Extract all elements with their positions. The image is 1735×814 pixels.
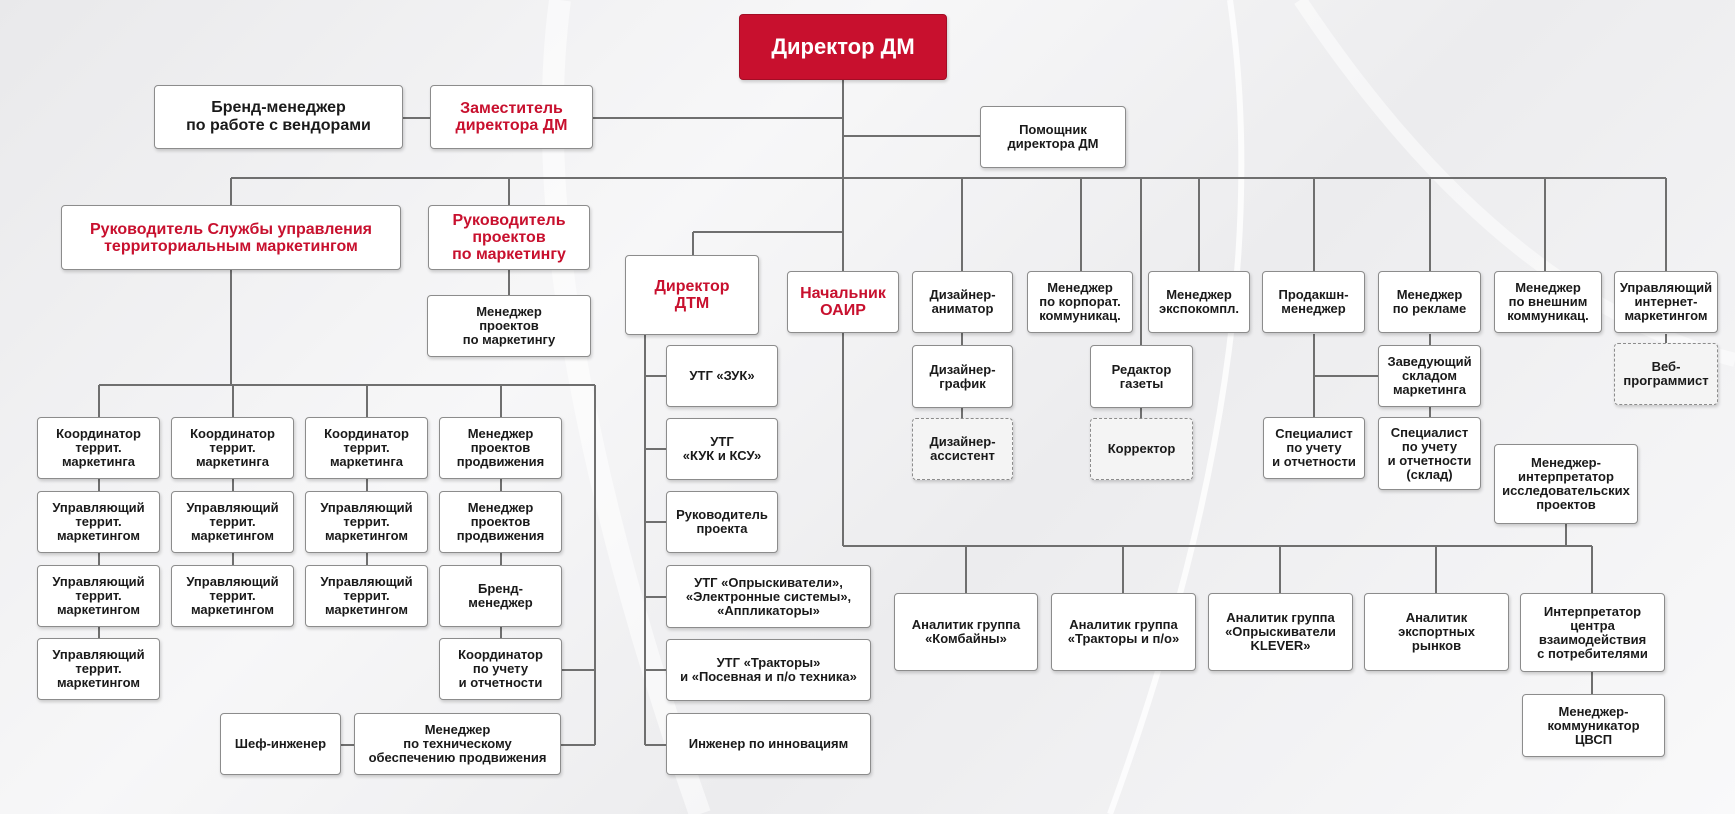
node-analyst-export-markets: Аналитик экспортных рынков (1364, 593, 1509, 671)
node-warehouse-head: Заведующий складом маркетинга (1378, 345, 1481, 407)
node-analyst-tractors: Аналитик группа «Тракторы и п/о» (1051, 593, 1196, 671)
node-assistant-director: Помощник директора ДМ (980, 106, 1126, 168)
node-territorial-manager: Управляющий террит. маркетингом (305, 491, 428, 553)
node-ad-manager: Менеджер по рекламе (1378, 271, 1481, 333)
node-director-dtm: Директор ДТМ (625, 255, 759, 335)
node-director-dm: Директор ДМ (739, 14, 947, 80)
node-territorial-manager: Управляющий террит. маркетингом (171, 565, 294, 627)
node-territorial-coordinator: Координатор террит. маркетинга (37, 417, 160, 479)
node-web-programmer: Веб- программист (1614, 343, 1718, 405)
node-research-interpreter-manager: Менеджер- интерпретатор исследовательски… (1494, 444, 1638, 524)
node-production-manager: Продакшн- менеджер (1262, 271, 1365, 333)
node-tech-support-manager: Менеджер по техническому обеспечению про… (354, 713, 561, 775)
node-accounting-coordinator: Координатор по учету и отчетности (439, 638, 562, 700)
node-expo-manager: Менеджер экспокомпл. (1148, 271, 1250, 333)
node-dtm-sprayers: УТГ «Опрыскиватели», «Электронные систем… (666, 565, 871, 628)
node-marketing-projects-manager: Менеджер проектов по маркетингу (427, 295, 591, 357)
node-promotion-projects-manager: Менеджер проектов продвижения (439, 417, 562, 479)
node-internet-marketing-manager: Управляющий интернет- маркетингом (1614, 271, 1718, 333)
node-designer-animator: Дизайнер- аниматор (912, 271, 1013, 333)
node-dtm-project-lead: Руководитель проекта (666, 491, 778, 553)
node-territorial-manager: Управляющий террит. маркетингом (37, 491, 160, 553)
node-designer-graphic: Дизайнер- график (912, 345, 1013, 408)
node-analyst-sprayers: Аналитик группа «Опрыскиватели KLEVER» (1208, 593, 1353, 671)
node-warehouse-accounting-specialist: Специалист по учету и отчетности (склад) (1378, 417, 1481, 490)
node-head-oair: Начальник ОАИР (787, 271, 899, 333)
node-external-comm-manager: Менеджер по внешним коммуникац. (1494, 271, 1602, 333)
node-dtm-kuk-ksu: УТГ «КУК и КСУ» (666, 418, 778, 480)
node-head-marketing-projects: Руководитель проектов по маркетингу (428, 205, 590, 270)
node-territorial-coordinator: Координатор террит. маркетинга (305, 417, 428, 479)
node-dtm-zuk: УТГ «ЗУК» (666, 345, 778, 407)
node-head-territorial-marketing: Руководитель Службы управления территори… (61, 205, 401, 270)
node-consumer-center-interpreter: Интерпретатор центра взаимодействия с по… (1520, 593, 1665, 672)
node-communicator-manager: Менеджер- коммуникатор ЦВСП (1522, 694, 1665, 757)
node-brand-manager-vendors: Бренд-менеджер по работе с вендорами (154, 85, 403, 149)
node-territorial-coordinator: Координатор террит. маркетинга (171, 417, 294, 479)
node-territorial-manager: Управляющий террит. маркетингом (37, 565, 160, 627)
node-corp-comm-manager: Менеджер по корпорат. коммуникац. (1027, 271, 1133, 333)
node-promotion-projects-manager: Менеджер проектов продвижения (439, 491, 562, 553)
node-proofreader: Корректор (1090, 418, 1193, 480)
node-deputy-director: Заместитель директора ДМ (430, 85, 593, 149)
node-newspaper-editor: Редактор газеты (1090, 345, 1193, 408)
node-chief-engineer: Шеф-инженер (220, 713, 341, 775)
node-analyst-combines: Аналитик группа «Комбайны» (894, 593, 1038, 671)
node-dtm-tractors: УТГ «Тракторы» и «Посевная и п/о техника… (666, 639, 871, 701)
node-territorial-manager: Управляющий террит. маркетингом (171, 491, 294, 553)
node-territorial-manager: Управляющий террит. маркетингом (305, 565, 428, 627)
node-accounting-specialist: Специалист по учету и отчетности (1263, 417, 1365, 479)
node-brand-manager: Бренд- менеджер (439, 565, 562, 627)
node-designer-assistant: Дизайнер- ассистент (912, 418, 1013, 480)
node-dtm-innovation-engineer: Инженер по инновациям (666, 713, 871, 775)
node-territorial-manager: Управляющий террит. маркетингом (37, 638, 160, 700)
